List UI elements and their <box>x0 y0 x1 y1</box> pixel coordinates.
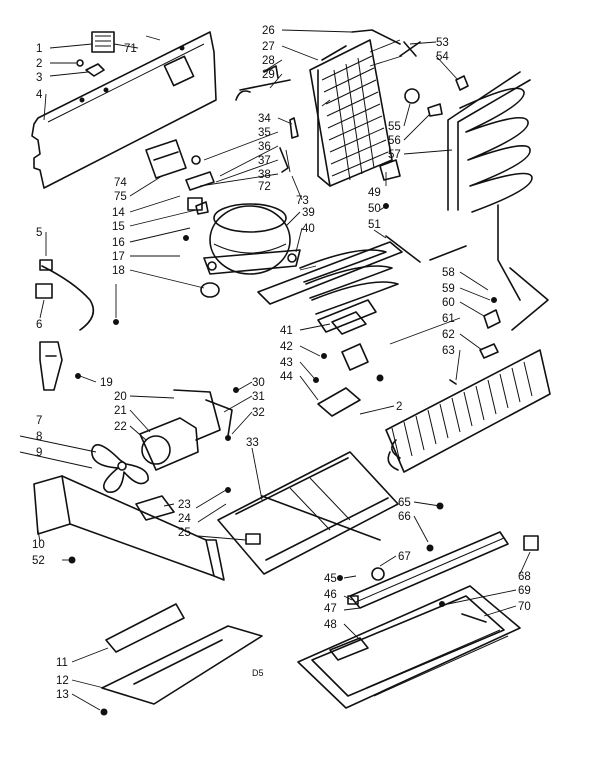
callout-69: 69 <box>518 585 531 597</box>
callout-67: 67 <box>398 551 411 563</box>
callout-75: 75 <box>114 191 127 203</box>
drain-pan <box>297 585 521 709</box>
callout-17: 17 <box>112 251 125 263</box>
callout-34: 34 <box>258 113 271 125</box>
callout-20: 20 <box>114 391 127 403</box>
callout-19: 19 <box>100 377 113 389</box>
callout-74: 74 <box>114 177 127 189</box>
callout-27: 27 <box>262 41 275 53</box>
callout-53: 53 <box>436 37 449 49</box>
callout-65: 65 <box>398 497 411 509</box>
callout-61: 61 <box>442 313 455 325</box>
callout-labels: 1 2 3 4 5 6 7 8 9 10 11 12 13 14 15 16 1… <box>32 25 531 701</box>
callout-42: 42 <box>280 341 293 353</box>
condenser <box>385 349 551 473</box>
overload <box>200 282 220 298</box>
callout-37: 37 <box>258 155 271 167</box>
callout-38: 38 <box>258 169 271 181</box>
condenser-tubing <box>257 241 403 333</box>
panel-bracket <box>76 31 115 77</box>
callout-22: 22 <box>114 421 127 433</box>
callout-51: 51 <box>368 219 381 231</box>
callout-45: 45 <box>324 573 337 585</box>
callout-30: 30 <box>252 377 265 389</box>
callout-10: 10 <box>32 539 45 551</box>
callout-7: 7 <box>36 415 42 427</box>
callout-13: 13 <box>56 689 69 701</box>
callout-71: 71 <box>124 43 137 55</box>
callout-28: 28 <box>262 55 275 67</box>
callout-18: 18 <box>112 265 125 277</box>
callout-35: 35 <box>258 127 271 139</box>
callout-12: 12 <box>56 675 69 687</box>
callout-8: 8 <box>36 431 42 443</box>
control-panel <box>31 31 217 189</box>
callout-29: 29 <box>262 69 275 81</box>
callout-47: 47 <box>324 603 337 615</box>
fan-blade <box>91 444 149 493</box>
callout-16: 16 <box>112 237 125 249</box>
compressor <box>187 197 301 275</box>
misc-parts <box>185 41 539 623</box>
callout-4: 4 <box>36 89 43 101</box>
callout-36: 36 <box>258 141 271 153</box>
fasteners <box>68 203 497 716</box>
callout-14: 14 <box>112 207 125 219</box>
callout-21: 21 <box>114 405 127 417</box>
fan-motor <box>139 389 233 471</box>
callout-60: 60 <box>442 297 455 309</box>
relay-cover <box>145 139 187 179</box>
callout-6: 6 <box>36 319 42 331</box>
callout-3: 3 <box>36 72 42 84</box>
block <box>135 495 175 521</box>
callout-41: 41 <box>280 325 293 337</box>
callout-49: 49 <box>368 187 381 199</box>
callout-59: 59 <box>442 283 455 295</box>
evaporator-tubing <box>447 71 549 331</box>
callout-52: 52 <box>32 555 45 567</box>
diagram-code: D5 <box>252 668 264 678</box>
callout-58: 58 <box>442 267 455 279</box>
callout-23: 23 <box>178 499 191 511</box>
callout-46: 46 <box>324 589 337 601</box>
base-frame <box>217 451 399 575</box>
callout-1: 1 <box>36 43 42 55</box>
callout-68: 68 <box>518 571 531 583</box>
callout-73: 73 <box>296 195 309 207</box>
callout-62: 62 <box>442 329 455 341</box>
callout-24: 24 <box>178 513 191 525</box>
callout-63: 63 <box>442 345 455 357</box>
callout-54: 54 <box>436 51 449 63</box>
callout-5: 5 <box>36 227 42 239</box>
callout-31: 31 <box>252 391 265 403</box>
callout-66: 66 <box>398 511 411 523</box>
callout-2: 2 <box>36 58 42 70</box>
evaporator-coil <box>309 29 401 187</box>
fan-shroud <box>33 475 225 581</box>
callout-55: 55 <box>388 121 401 133</box>
callout-33: 33 <box>246 437 259 449</box>
callout-39: 39 <box>302 207 315 219</box>
callout-2-second: 2 <box>396 401 402 413</box>
callout-15: 15 <box>112 221 125 233</box>
wiring-harness <box>35 259 95 331</box>
callout-32: 32 <box>252 407 265 419</box>
callout-44: 44 <box>280 371 293 383</box>
callout-43: 43 <box>280 357 293 369</box>
cord-clip <box>39 341 63 391</box>
callout-40: 40 <box>302 223 315 235</box>
callout-9: 9 <box>36 447 42 459</box>
callout-11: 11 <box>56 657 68 669</box>
callout-50: 50 <box>368 203 381 215</box>
callout-48: 48 <box>324 619 337 631</box>
callout-72: 72 <box>258 181 271 193</box>
callout-57: 57 <box>388 149 401 161</box>
callout-25: 25 <box>178 527 191 539</box>
leader-lines <box>19 29 531 711</box>
callout-26: 26 <box>262 25 275 37</box>
bottom-bracket <box>101 603 263 705</box>
callout-70: 70 <box>518 601 531 613</box>
callout-56: 56 <box>388 135 401 147</box>
